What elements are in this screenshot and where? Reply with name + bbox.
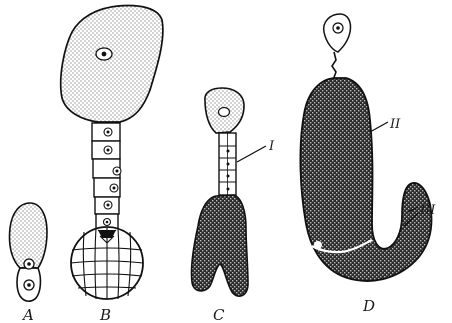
stage-d-embryo: [300, 14, 431, 281]
stage-b-suspensor-cells: [92, 123, 121, 230]
stage-b-embryo-proper: [71, 227, 143, 299]
callout-ii-leader: [370, 122, 388, 132]
panel-label-d: D: [362, 297, 375, 315]
stage-b-embryo: [61, 6, 163, 299]
panel-label-a: A: [21, 306, 34, 323]
stage-c-embryo: [191, 88, 248, 296]
callout-ii-label: II: [389, 117, 401, 132]
callout-i-leader: [237, 146, 266, 162]
stage-c-suspensor: [219, 133, 236, 195]
stage-b-suspensor-basal-cell: [61, 6, 163, 122]
stage-d-suspensor: [332, 52, 336, 80]
panel-label-b: B: [99, 306, 111, 323]
callout-i-label: I: [268, 139, 275, 154]
stage-a-upper-cell: [9, 203, 47, 268]
callout-i: I: [237, 139, 275, 162]
stage-a-embryo: [9, 203, 47, 301]
stage-c-embryo-proper: [191, 195, 248, 296]
panel-label-c: C: [213, 306, 225, 323]
callout-iii-label: III: [419, 203, 436, 218]
callout-ii: II: [370, 117, 401, 132]
